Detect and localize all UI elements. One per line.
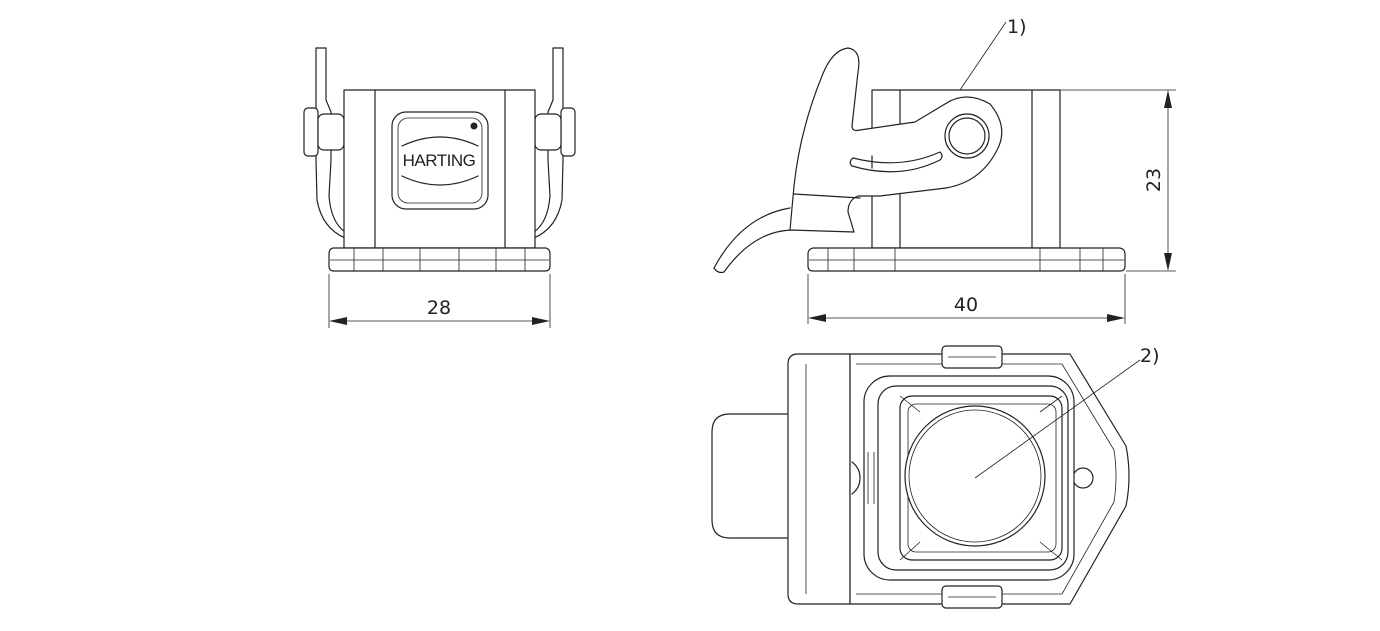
callout-1: 1) <box>959 16 1027 91</box>
dimension-23: 23 <box>1060 89 1176 272</box>
callout-2: 2) <box>974 345 1160 479</box>
side-view <box>713 47 1126 274</box>
logo-dot-icon <box>470 122 478 130</box>
dimension-40-label: 40 <box>954 294 978 316</box>
callout-1-label: 1) <box>1007 16 1027 38</box>
dimension-28-label: 28 <box>427 297 451 319</box>
top-view <box>711 345 1130 609</box>
front-view: HARTING <box>303 47 576 272</box>
dimension-23-label: 23 <box>1143 168 1165 192</box>
harting-logo: HARTING <box>403 151 476 170</box>
dimension-28: 28 <box>328 274 551 328</box>
dimension-40: 40 <box>807 274 1126 324</box>
callout-2-label: 2) <box>1140 345 1160 367</box>
